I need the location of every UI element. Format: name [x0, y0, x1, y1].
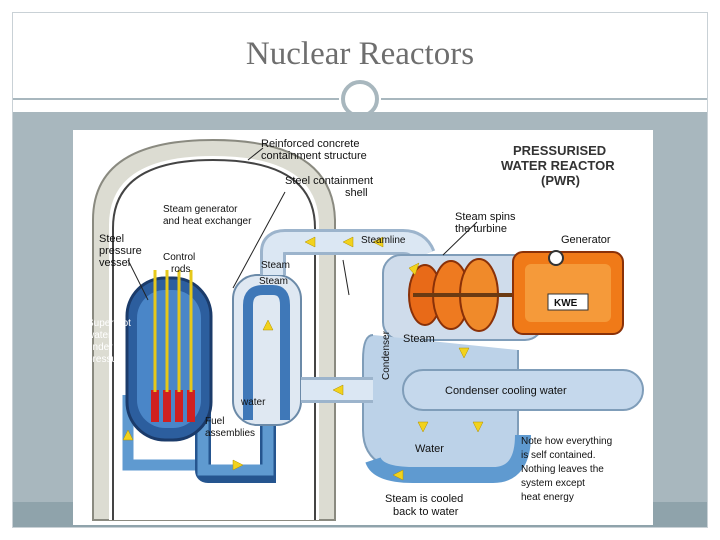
- label-kwe: KWE: [554, 298, 578, 309]
- flow-arrows: [122, 236, 484, 481]
- label-steamline: Steamline: [361, 235, 406, 246]
- flow-arrow-2: [342, 236, 354, 248]
- label-vessel-line-1: Steel: [99, 233, 124, 245]
- label-generator: Generator: [561, 234, 611, 246]
- flow-arrow-3: [372, 236, 384, 248]
- label-hot-line-1: Super-hot: [87, 318, 131, 329]
- pointer-steam-generator: [232, 191, 286, 289]
- flow-arrow-8: [332, 384, 344, 396]
- note-line-3: Nothing leaves the: [521, 464, 604, 475]
- pointer-concrete: [247, 147, 264, 161]
- label-shell-line-1: Steel containment: [285, 175, 373, 187]
- kwe-plate: [547, 293, 589, 311]
- steam-generator-tube: [243, 285, 290, 420]
- label-control-rods-line-1: Control: [163, 252, 195, 263]
- label-concrete-line-2: containment structure: [261, 150, 367, 162]
- label-hot-line-3: under: [87, 342, 113, 353]
- pointer-steamline: [342, 259, 350, 296]
- flow-arrow-11: [122, 429, 134, 441]
- pointer-vessel: [127, 259, 149, 301]
- fuel-rod-2: [163, 390, 171, 422]
- heading-line-1: PRESSURISED: [513, 143, 606, 158]
- label-shell-line-2: shell: [345, 187, 368, 199]
- label-cooling-water: Condenser cooling water: [445, 385, 567, 397]
- condenser-water-pool: [365, 434, 531, 483]
- generator-gauge: [548, 250, 564, 266]
- label-steam-generator-line-1: Steam generator: [163, 204, 238, 215]
- flow-arrow-4: [408, 262, 420, 276]
- title-rule-right: [381, 98, 707, 100]
- label-control-rods-line-2: rods: [171, 264, 190, 275]
- primary-loop-left: [122, 395, 195, 471]
- label-water-a: water: [240, 397, 266, 408]
- cooling-water-pipe: [402, 369, 644, 411]
- slide-title: Nuclear Reactors: [245, 36, 475, 72]
- label-fuel-line-1: Fuel: [205, 416, 224, 427]
- label-steam-generator-line-2: and heat exchanger: [163, 216, 252, 227]
- label-condenser: Condenser: [381, 330, 392, 380]
- label-cooled-line-1: Steam is cooled: [385, 493, 463, 505]
- slide-frame: [12, 12, 708, 528]
- fuel-rod-1: [151, 390, 159, 422]
- pointer-turbine: [442, 221, 478, 256]
- label-spins-line-1: Steam spins: [455, 211, 516, 223]
- fuel-rod-4: [187, 390, 195, 422]
- label-fuel-line-2: assemblies: [205, 428, 255, 439]
- fuel-rod-3: [175, 390, 183, 422]
- generator-panel: [525, 264, 611, 322]
- note-line-4: system except: [521, 478, 585, 489]
- label-concrete-line-1: Reinforced concrete: [261, 138, 359, 150]
- steamline-pipe: [263, 232, 433, 275]
- steel-shell: [112, 158, 316, 520]
- label-steam-b: Steam: [259, 276, 288, 287]
- flow-arrow-5: [458, 347, 470, 359]
- note-line-1: Note how everything: [521, 436, 612, 447]
- label-vessel-line-2: pressure: [99, 245, 142, 257]
- label-spins-line-2: the turbine: [455, 223, 507, 235]
- flow-arrow-12: [232, 459, 244, 471]
- note-line-2: is self contained.: [521, 450, 596, 461]
- heading-line-2: WATER REACTOR: [501, 158, 615, 173]
- label-vessel-line-3: vessel: [99, 257, 130, 269]
- label-water-b: Water: [415, 443, 444, 455]
- label-hot-line-2: water: [86, 330, 112, 341]
- flow-arrow-9: [392, 469, 404, 481]
- label-steam-a: Steam: [261, 260, 290, 271]
- flow-arrow-6: [417, 421, 429, 433]
- title-rule-left: [13, 98, 339, 100]
- label-cooled-line-2: back to water: [393, 506, 459, 518]
- label-turbine-steam: Steam: [403, 333, 435, 345]
- heading-line-3: (PWR): [541, 173, 580, 188]
- flow-arrow-10: [262, 319, 274, 331]
- pwr-diagram-svg: PRESSURISED WATER REACTOR (PWR) Reinforc…: [73, 130, 653, 525]
- note-line-5: heat energy: [521, 492, 574, 503]
- flow-arrow-7: [472, 421, 484, 433]
- label-hot-line-4: pressure: [87, 354, 126, 365]
- flow-arrow-1: [304, 236, 316, 248]
- pwr-diagram: PRESSURISED WATER REACTOR (PWR) Reinforc…: [73, 130, 653, 525]
